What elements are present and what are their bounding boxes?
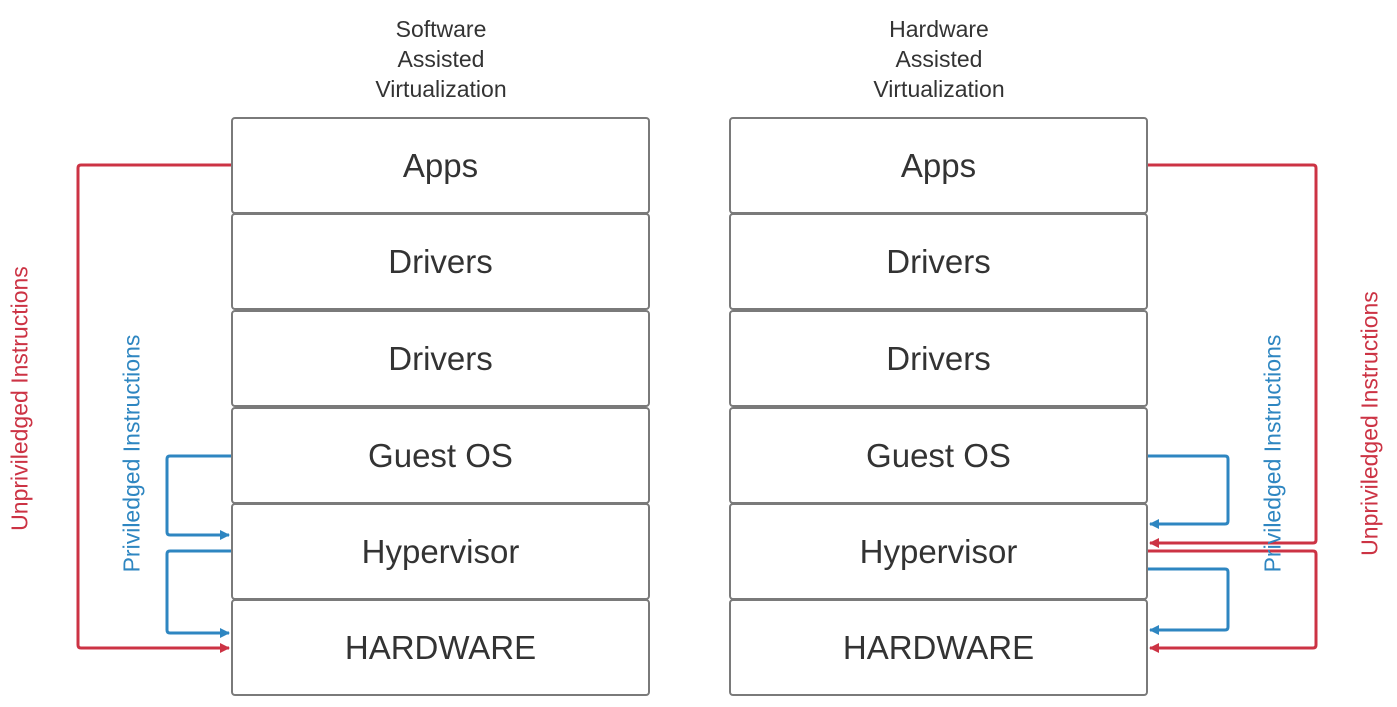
left-layer-hypervisor: Hypervisor: [231, 503, 650, 600]
right-column-title: Hardware Assisted Virtualization: [809, 14, 1069, 104]
left-title-line-3: Virtualization: [375, 76, 507, 102]
right-layer-guest-os: Guest OS: [729, 407, 1148, 504]
right-privileged-arrow-hypervisor-to-hardware: [1148, 567, 1230, 635]
right-unprivileged-arrow-apps-to-hypervisor: [1148, 163, 1318, 548]
left-layer-hardware: HARDWARE: [231, 599, 650, 696]
right-title-line-2: Assisted: [895, 46, 983, 72]
right-layer-hypervisor: Hypervisor: [729, 503, 1148, 600]
right-unprivileged-label: Unpriviledged Instructions: [1356, 291, 1383, 556]
left-layer-guest-os: Guest OS: [231, 407, 650, 504]
right-layer-drivers-2: Drivers: [729, 310, 1148, 407]
left-privileged-arrow-hypervisor-to-hardware: [165, 549, 231, 638]
right-unprivileged-arrow-hypervisor-to-hardware: [1148, 549, 1318, 653]
left-column-title: Software Assisted Virtualization: [311, 14, 571, 104]
left-title-line-1: Software: [395, 16, 487, 42]
right-layer-apps: Apps: [729, 117, 1148, 214]
right-layer-hardware: HARDWARE: [729, 599, 1148, 696]
left-layer-drivers-2: Drivers: [231, 310, 650, 407]
right-layer-drivers-1: Drivers: [729, 213, 1148, 310]
left-privileged-arrow-guest-to-hypervisor: [165, 454, 231, 540]
left-layer-drivers-1: Drivers: [231, 213, 650, 310]
left-privileged-label: Priviledged Instructions: [118, 334, 145, 573]
right-privileged-arrow-guest-to-hypervisor: [1148, 454, 1230, 529]
right-title-line-3: Virtualization: [873, 76, 1005, 102]
left-unprivileged-label: Unpriviledged Instructions: [6, 266, 33, 531]
left-title-line-2: Assisted: [397, 46, 485, 72]
right-title-line-1: Hardware: [889, 16, 989, 42]
right-privileged-label: Priviledged Instructions: [1259, 334, 1286, 573]
left-unprivileged-arrow: [76, 163, 231, 653]
